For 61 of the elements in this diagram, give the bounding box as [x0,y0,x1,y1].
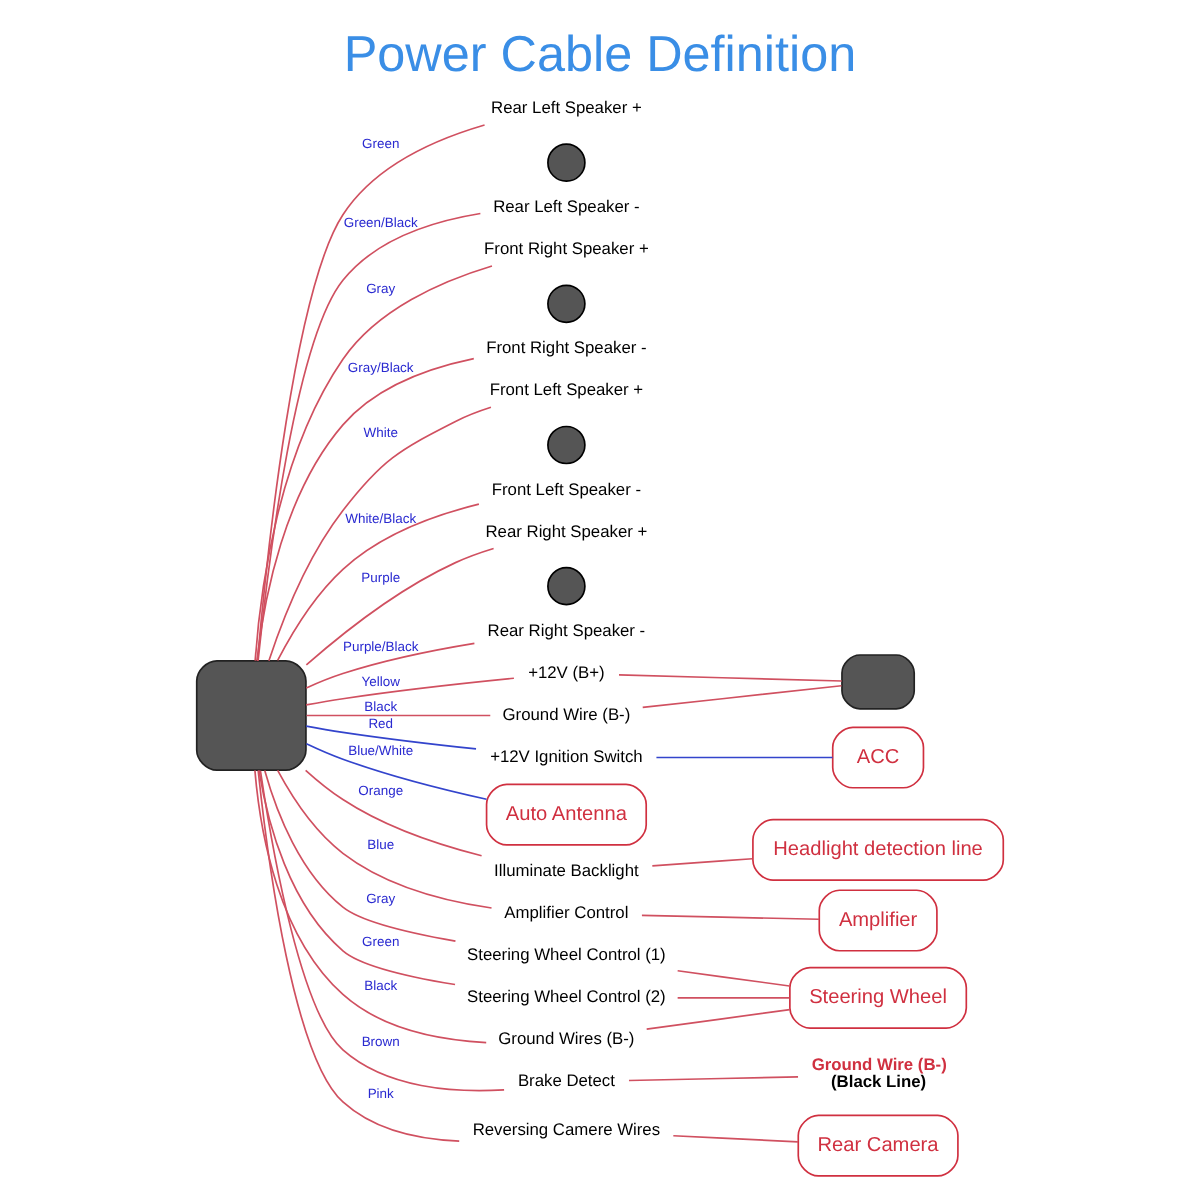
node-box: Rear Camera [797,1114,959,1177]
connector [256,357,475,662]
node-text: Brake Detect [517,1070,615,1091]
node-box [841,654,916,710]
node-box: Amplifier [818,889,938,952]
node-circle [547,284,586,324]
node-text: +12V Ignition Switch [490,745,643,766]
node-text: Rear Left Speaker - [493,196,640,217]
node-text: Reversing Camere Wires [472,1118,661,1139]
connector [258,769,456,986]
connector [676,969,791,987]
connector [305,547,495,666]
node-text: Illuminate Backlight [494,859,639,880]
connector [672,1134,799,1143]
connector [655,756,834,759]
connector [259,769,505,1092]
connector [305,725,477,750]
node-text: Front Left Speaker + [489,379,644,400]
node-text: Ground Wires (B-) [498,1028,635,1049]
connector [276,769,493,909]
node-circle [547,566,586,606]
node-box: Auto Antenna [485,783,648,846]
diagram-title: Power Cable Definition [343,27,857,84]
connector [618,674,843,682]
connector [276,503,480,662]
connector [254,769,488,1044]
node-text: Front Left Speaker - [491,478,642,499]
connector [305,677,515,706]
node-box [195,660,307,771]
connector [645,1008,791,1030]
connector [305,714,492,717]
node-circle [547,143,586,182]
connector [257,212,482,662]
connector [676,997,791,999]
connector [305,642,476,689]
node-text: Front Right Speaker + [484,238,649,259]
connector [628,1076,799,1082]
connector [268,406,492,662]
node-text: Amplifier Control [504,902,629,922]
node-text: Steering Wheel Control (1) [467,944,666,965]
connector [641,914,820,921]
connector [304,769,483,857]
node-text: Ground Wire (B-) (Black Line) [811,1054,947,1091]
node-circle [547,425,586,465]
connector [254,265,493,662]
node-text: Rear Right Speaker + [485,520,648,541]
node-text: +12V (B+) [528,661,605,682]
node-box: Steering Wheel [789,966,968,1029]
connector [257,769,461,1142]
node-text: Rear Left Speaker + [491,97,642,118]
connector [641,684,843,709]
node-box: Headlight detection line [752,818,1005,882]
node-text: Steering Wheel Control (2) [467,986,666,1007]
node-text: Ground Wire (B-) [502,703,631,724]
connector [305,742,488,801]
connector [256,124,486,662]
node-box: ACC [831,726,925,789]
node-text: Rear Right Speaker - [487,619,646,640]
node-text: Front Right Speaker - [486,337,647,358]
connector [651,857,754,867]
connector [263,769,457,942]
